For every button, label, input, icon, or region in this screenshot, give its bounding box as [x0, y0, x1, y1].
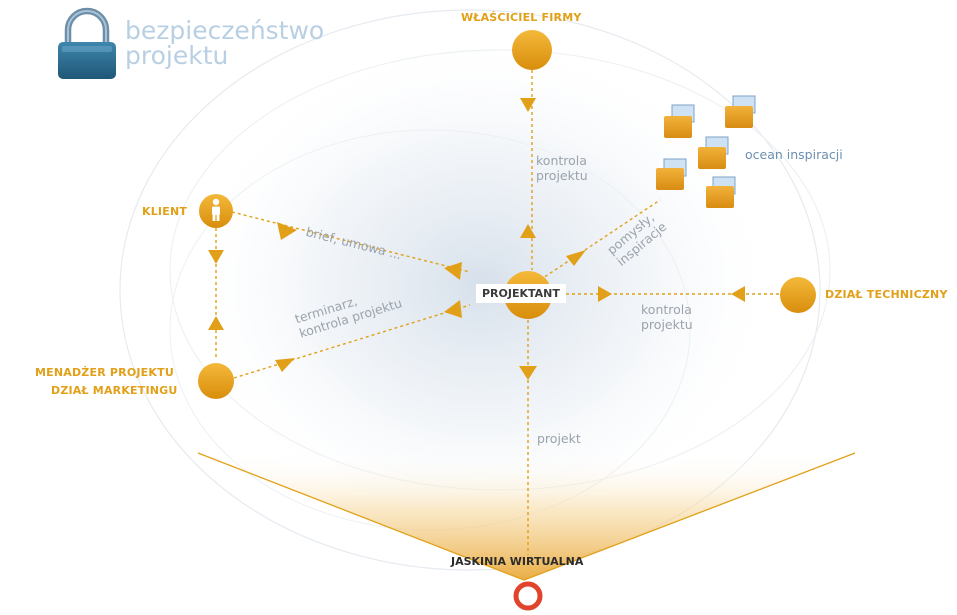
arrow-technical-left	[731, 286, 745, 302]
brand-line-1: bezpieczeństwo	[125, 16, 325, 45]
client-label: KLIENT	[142, 205, 188, 218]
folder-icon[interactable]	[656, 158, 687, 190]
arrow-technical-in	[598, 286, 612, 302]
designer-label: PROJEKTANT	[476, 284, 566, 303]
folder-icon[interactable]	[725, 95, 756, 128]
manager-node[interactable]	[198, 363, 234, 399]
technical-node[interactable]	[780, 277, 816, 313]
cave-label: JASKINIA WIRTUALNA	[451, 555, 584, 568]
arrow-schedule-in	[444, 300, 462, 318]
cone-edge	[197, 452, 525, 581]
folder-icon[interactable]	[664, 104, 695, 138]
lock-icon	[58, 7, 116, 79]
ocean-label: ocean inspiracji	[745, 147, 843, 162]
arrow-brief-right	[277, 222, 297, 240]
project-label: projekt	[537, 431, 581, 446]
brand-line-2: projektu	[125, 41, 229, 70]
client-brief-connector	[231, 211, 471, 273]
owner-node[interactable]	[512, 30, 552, 70]
arrow-project-down	[519, 366, 537, 380]
cave-node[interactable]	[513, 581, 543, 611]
owner-label: WŁAŚCICIEL FIRMY	[461, 11, 582, 24]
arrow-brief-in	[444, 262, 462, 280]
person-icon	[212, 198, 220, 221]
manager-label-line-2: DZIAŁ MARKETINGU	[51, 384, 178, 397]
manager-schedule-connector	[233, 304, 471, 379]
arrow-designer-up	[520, 224, 536, 238]
orbit-ring	[119, 9, 821, 571]
brand-title: bezpieczeństwo projektu	[125, 18, 324, 68]
technical-control-label: kontrola projektu	[641, 302, 693, 332]
cone-edge	[523, 452, 856, 581]
folder-icon[interactable]	[706, 176, 736, 208]
cave-cone	[198, 453, 855, 580]
owner-control-line-1: kontrola	[536, 153, 587, 168]
owner-control-line-2: projektu	[536, 168, 588, 183]
technical-control-line-2: projektu	[641, 317, 693, 332]
folder-icon[interactable]	[698, 136, 729, 169]
arrow-ideas-out	[566, 250, 586, 266]
owner-control-label: kontrola projektu	[536, 153, 588, 183]
technical-label: DZIAŁ TECHNICZNY	[825, 288, 948, 301]
arrow-manager-up	[208, 316, 224, 330]
arrow-schedule-right	[275, 358, 295, 372]
ideas-connector	[539, 199, 661, 281]
arrow-client-down	[208, 250, 224, 264]
arrow-owner-down	[520, 98, 536, 112]
technical-control-line-1: kontrola	[641, 302, 692, 317]
manager-label-line-1: MENADŻER PROJEKTU	[35, 366, 174, 379]
